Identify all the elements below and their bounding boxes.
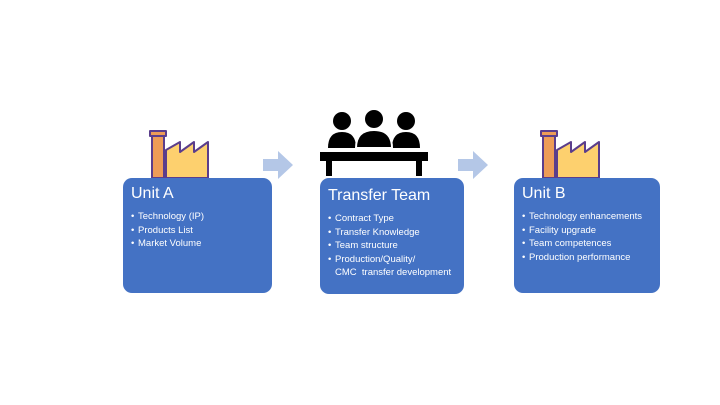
right-arrow-icon bbox=[458, 151, 488, 179]
list-item: CMC transfer development bbox=[335, 267, 452, 278]
unit-a-title: Unit A bbox=[131, 185, 174, 202]
transfer-team-title: Transfer Team bbox=[328, 187, 431, 204]
unit-b-list: •Technology enhancements •Facility upgra… bbox=[522, 210, 642, 264]
list-item: •Production/Quality/ bbox=[328, 253, 416, 265]
factory-icon bbox=[149, 130, 209, 179]
list-item: •Technology enhancements bbox=[522, 211, 643, 222]
unit-b-title: Unit B bbox=[522, 185, 566, 202]
transfer-team-list: •Contract Type •Transfer Knowledge •Team… bbox=[328, 212, 451, 280]
factory-icon bbox=[540, 130, 600, 179]
list-item: •Team structure bbox=[328, 240, 398, 251]
meeting-team-icon bbox=[320, 108, 428, 176]
list-item: •Market Volume bbox=[131, 238, 202, 249]
list-item: •Transfer Knowledge bbox=[328, 226, 420, 238]
unit-a-list: •Technology (IP) •Products List •Market … bbox=[131, 210, 204, 251]
right-arrow-icon bbox=[263, 151, 293, 179]
list-item: •Products List bbox=[131, 224, 193, 236]
list-item: •Contract Type bbox=[328, 213, 394, 224]
list-item: •Facility upgrade bbox=[522, 224, 597, 236]
list-item: •Production performance bbox=[522, 251, 631, 263]
unit-a-box: Unit A •Technology (IP) •Products List •… bbox=[123, 178, 272, 293]
list-item: •Technology (IP) bbox=[131, 211, 205, 222]
unit-b-box: Unit B •Technology enhancements •Facilit… bbox=[514, 178, 660, 293]
transfer-team-box: Transfer Team •Contract Type •Transfer K… bbox=[320, 178, 464, 294]
list-item: •Team competences bbox=[522, 238, 612, 249]
